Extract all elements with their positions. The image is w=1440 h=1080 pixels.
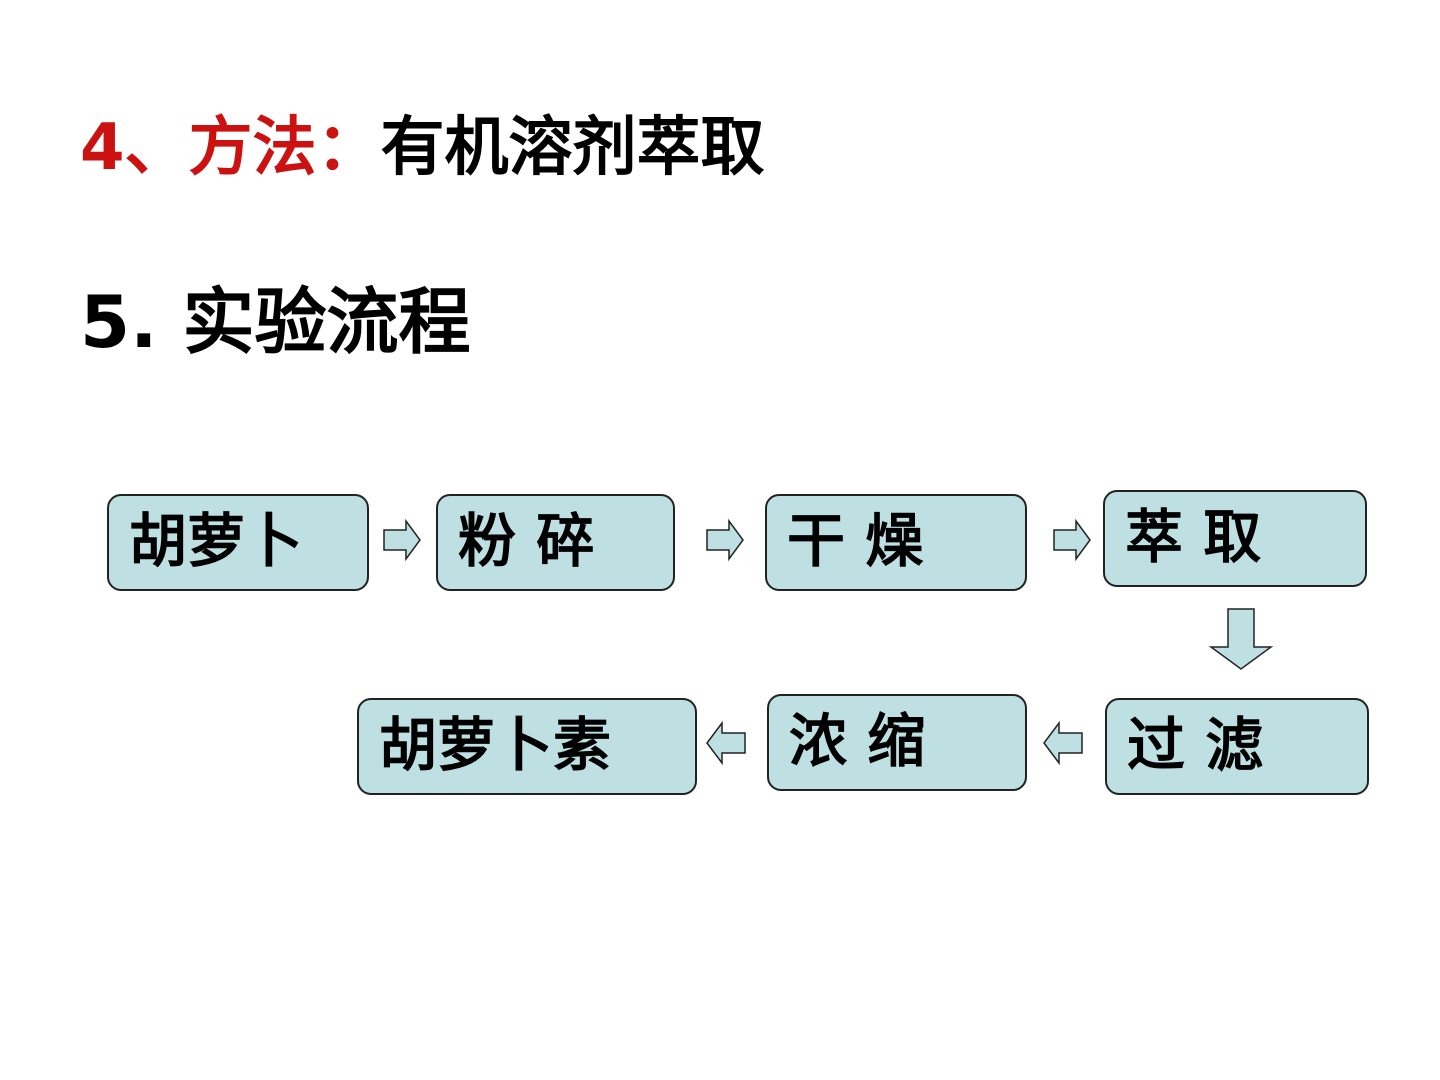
method-heading-prefix: 4、方法： bbox=[80, 111, 381, 185]
step-label: 胡萝卜 bbox=[129, 507, 304, 575]
method-heading: 4、方法：有机溶剂萃取 bbox=[80, 116, 765, 180]
arrow-left-icon bbox=[706, 720, 746, 766]
step-label: 干 燥 bbox=[787, 507, 924, 575]
arrow-right-icon bbox=[383, 518, 421, 562]
arrow-down-icon bbox=[1208, 608, 1274, 670]
step-label: 胡萝卜素 bbox=[379, 711, 612, 779]
step-label: 萃 取 bbox=[1125, 503, 1262, 571]
step-label: 过 滤 bbox=[1127, 711, 1264, 779]
arrow-left-icon bbox=[1043, 720, 1083, 766]
arrow-right-icon bbox=[706, 518, 744, 562]
flow-heading: 5. 实验流程 bbox=[80, 280, 471, 364]
step-box-filter: 过 滤 bbox=[1105, 698, 1369, 795]
step-box-extract: 萃 取 bbox=[1103, 490, 1367, 587]
method-heading-text: 有机溶剂萃取 bbox=[380, 111, 765, 185]
arrow-right-icon bbox=[1053, 518, 1091, 562]
step-box-dry: 干 燥 bbox=[765, 494, 1027, 591]
step-box-carrot: 胡萝卜 bbox=[107, 494, 369, 591]
step-box-crush: 粉 碎 bbox=[436, 494, 675, 591]
step-box-carotene: 胡萝卜素 bbox=[357, 698, 697, 795]
step-label: 粉 碎 bbox=[458, 507, 595, 575]
step-label: 浓 缩 bbox=[789, 707, 926, 775]
step-box-concentrate: 浓 缩 bbox=[767, 694, 1027, 791]
